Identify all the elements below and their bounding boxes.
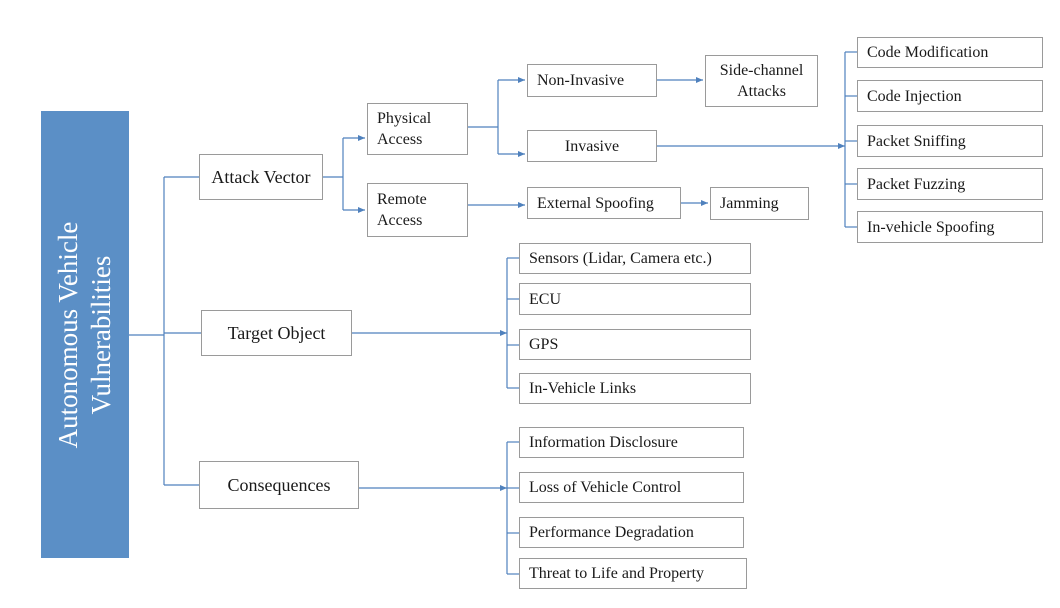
node-label: Packet Fuzzing xyxy=(867,175,966,193)
node-label: Packet Sniffing xyxy=(867,132,966,150)
node-label: GPS xyxy=(529,336,559,353)
node-code-modification: Code Modification xyxy=(857,37,1043,68)
node-label: Threat to Life and Property xyxy=(529,565,705,582)
node-label: Code Modification xyxy=(867,44,989,61)
node-packet-fuzzing: Packet Fuzzing xyxy=(857,168,1043,200)
node-ecu: ECU xyxy=(519,283,751,315)
node-label: In-vehicle Spoofing xyxy=(867,218,995,236)
node-label: Invasive xyxy=(564,137,620,155)
node-loss-of-vehicle-control: Loss of Vehicle Control xyxy=(519,472,744,503)
node-in-vehicle-spoofing: In-vehicle Spoofing xyxy=(857,211,1043,243)
node-in-vehicle-links: In-Vehicle Links xyxy=(519,373,751,404)
node-label: Information Disclosure xyxy=(529,434,678,451)
node-attack-vector: Attack Vector xyxy=(199,154,323,200)
node-label: Physical Access xyxy=(377,110,432,148)
node-packet-sniffing: Packet Sniffing xyxy=(857,125,1043,157)
node-label: External Spoofing xyxy=(537,194,654,212)
node-invasive: Invasive xyxy=(527,130,657,162)
node-label: Code Injection xyxy=(867,87,962,105)
node-sensors: Sensors (Lidar, Camera etc.) xyxy=(519,243,751,274)
node-performance-degradation: Performance Degradation xyxy=(519,517,744,548)
root-node-autonomous-vehicle-vulnerabilities: Autonomous Vehicle Vulnerabilities xyxy=(41,111,129,558)
node-label: Remote Access xyxy=(377,191,427,229)
node-label: ECU xyxy=(529,290,561,308)
node-external-spoofing: External Spoofing xyxy=(527,187,681,219)
node-label: Non-Invasive xyxy=(537,72,625,89)
node-label: Attack Vector xyxy=(211,166,311,187)
node-non-invasive: Non-Invasive xyxy=(527,64,657,97)
node-label: Loss of Vehicle Control xyxy=(529,479,682,496)
node-code-injection: Code Injection xyxy=(857,80,1043,112)
root-label: Autonomous Vehicle Vulnerabilities xyxy=(53,221,116,449)
node-consequences: Consequences xyxy=(199,461,359,509)
node-label: Target Object xyxy=(227,322,326,343)
node-remote-access: Remote Access xyxy=(367,183,468,237)
node-label: Jamming xyxy=(720,195,779,212)
node-label: Consequences xyxy=(227,474,331,495)
node-label: Side-channel Attacks xyxy=(719,62,804,100)
node-threat-to-life-and-property: Threat to Life and Property xyxy=(519,558,747,589)
node-label: Performance Degradation xyxy=(529,524,694,541)
node-target-object: Target Object xyxy=(201,310,352,356)
node-label: Sensors (Lidar, Camera etc.) xyxy=(529,250,712,267)
node-physical-access: Physical Access xyxy=(367,103,468,155)
node-label: In-Vehicle Links xyxy=(529,380,637,397)
node-information-disclosure: Information Disclosure xyxy=(519,427,744,458)
node-gps: GPS xyxy=(519,329,751,360)
node-jamming: Jamming xyxy=(710,187,809,220)
node-side-channel-attacks: Side-channel Attacks xyxy=(705,55,818,107)
